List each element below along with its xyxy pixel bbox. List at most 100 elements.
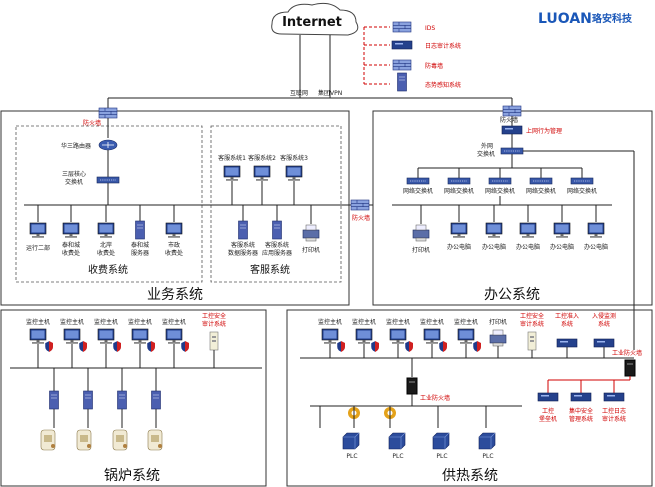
boiler-system-title: 锅炉系统	[104, 468, 160, 484]
host-security-shield-icon	[404, 340, 414, 353]
network-switch-icon	[570, 177, 594, 185]
heating-audit-label-2: 审计系统	[520, 320, 544, 328]
ids-device-icon	[392, 21, 412, 33]
monitor-host-label: 监控主机	[128, 318, 152, 326]
monitor-host-label: 监控主机	[162, 318, 186, 326]
boiler-unit-icon	[40, 429, 56, 451]
boiler-monitor-hosts: 监控主机 监控主机 监控主机 监控主机 监控主机	[26, 318, 190, 368]
network-switch-icon	[406, 177, 430, 185]
boiler-audit-device-icon	[209, 331, 219, 351]
behavior-mgmt-icon	[501, 125, 523, 135]
heating-monitor-hosts: 监控主机 监控主机 监控主机 监控主机 监控主机 打印机	[318, 318, 507, 358]
access-label-1: 工控准入	[555, 312, 579, 320]
service-subsystem-frame	[210, 125, 342, 283]
monitor-host-label: 监控主机	[454, 318, 478, 326]
plc-icon	[342, 432, 360, 450]
plc-icon	[388, 432, 406, 450]
charging-subsystem-frame	[15, 125, 203, 283]
monitor-host-pc-icon	[131, 328, 149, 345]
boiler-controller-icon	[49, 390, 59, 410]
monitor-host-pc-icon	[457, 328, 475, 345]
service-printer-icon	[302, 224, 320, 242]
office-pc-icon	[450, 222, 468, 239]
monitor-host-label: 监控主机	[60, 318, 84, 326]
office-pc-label: 办公电脑	[447, 243, 471, 251]
office-pc-icon	[587, 222, 605, 239]
ext-switch-label-1: 外网	[481, 142, 493, 150]
plc-label: PLC	[392, 453, 403, 460]
monitor-host-label: 监控主机	[420, 318, 444, 326]
monitor-host-label: 监控主机	[352, 318, 376, 326]
ext-switch-label-2: 交换机	[477, 150, 495, 158]
intrusion-label-1: 入侵监测	[592, 312, 616, 320]
behavior-mgmt-label: 上网行为管理	[526, 127, 562, 135]
plc-icon	[478, 432, 496, 450]
office-pc-icon	[519, 222, 537, 239]
office-printer-label: 打印机	[412, 246, 430, 254]
network-switch-label: 网络交换机	[485, 187, 515, 195]
intrusion-label-2: 系统	[598, 320, 610, 328]
office-pc-label: 办公电脑	[516, 243, 540, 251]
terminal-label: 收费处	[62, 249, 80, 257]
terminal-pc-icon	[29, 222, 47, 239]
terminal-label: 收费处	[165, 249, 183, 257]
monitor-host-label: 监控主机	[26, 318, 50, 326]
internet-label: Internet	[282, 15, 342, 30]
office-pc-label: 办公电脑	[482, 243, 506, 251]
boiler-unit-icon	[112, 429, 128, 451]
guard-label: 工控	[542, 407, 554, 415]
network-switch-icon	[447, 177, 471, 185]
router-label: 华三路由器	[61, 142, 91, 150]
service-subsystem: 客服系统1 客服系统2 客服系统3 客服系统 数据服务器 客服系统 应用服务器 …	[218, 154, 320, 257]
intrusion-detection-device-icon	[593, 338, 615, 348]
log-audit-device-icon	[391, 40, 413, 50]
terminal-label: 北岸	[100, 241, 112, 249]
terminal-label: 服务器	[131, 249, 149, 257]
printer-label: 打印机	[302, 246, 320, 254]
network-switch-label: 网络交换机	[526, 187, 556, 195]
bastion-host-icon	[537, 392, 559, 402]
industrial-firewall-right-icon	[624, 359, 636, 377]
monitor-host-pc-icon	[355, 328, 373, 345]
antivirus-firewall-icon	[392, 59, 412, 71]
core-switch-icon	[96, 176, 120, 184]
boiler-audit-label-2: 审计系统	[202, 320, 226, 328]
host-security-shield-icon	[438, 340, 448, 353]
office-pc-label: 办公电脑	[550, 243, 574, 251]
terminal-label: 收费处	[97, 249, 115, 257]
guard-label: 工控日志	[602, 407, 626, 415]
central-security-mgmt-icon	[570, 392, 592, 402]
terminal-label: 泰和城	[62, 241, 80, 249]
guard-label: 管理系统	[569, 415, 593, 423]
office-pc-icon	[553, 222, 571, 239]
service-client-label: 客服系统2	[248, 154, 276, 162]
h3c-router-icon	[98, 139, 118, 151]
monitor-host-pc-icon	[29, 328, 47, 345]
access-label-2: 系统	[561, 320, 573, 328]
office-firewall-icon	[502, 105, 522, 117]
service-data-server-icon	[238, 220, 248, 240]
heating-audit-label-1: 工控安全	[520, 312, 544, 320]
server-label: 应用服务器	[262, 249, 292, 257]
situation-label: 态势感知系统	[425, 81, 461, 89]
host-security-shield-icon	[112, 340, 122, 353]
external-switch-icon	[500, 147, 524, 155]
boiler-system-frame	[0, 309, 267, 487]
boiler-unit-icon	[147, 429, 163, 451]
charging-terminals: 运行二部 泰和城 收费处 北岸 收费处 泰和城 服务器 市政 收费处	[26, 205, 183, 257]
situation-awareness-server-icon	[397, 72, 407, 92]
charging-subsystem-title: 收费系统	[88, 263, 128, 276]
host-security-shield-icon	[370, 340, 380, 353]
office-pc-icon	[485, 222, 503, 239]
terminal-label: 泰和城	[131, 241, 149, 249]
server-label: 客服系统	[265, 241, 289, 249]
terminal-pc-icon	[97, 222, 115, 239]
heating-field-devices: PLC PLC PLC PLC	[319, 406, 496, 460]
server-label: 数据服务器	[228, 249, 258, 257]
monitor-host-pc-icon	[165, 328, 183, 345]
industrial-firewall-right-label: 工业防火墙	[612, 349, 642, 357]
core-switch-label-1: 三层核心	[62, 170, 86, 178]
plc-icon	[432, 432, 450, 450]
office-pc-label: 办公电脑	[584, 243, 608, 251]
office-firewall-label: 防火墙	[500, 116, 518, 124]
